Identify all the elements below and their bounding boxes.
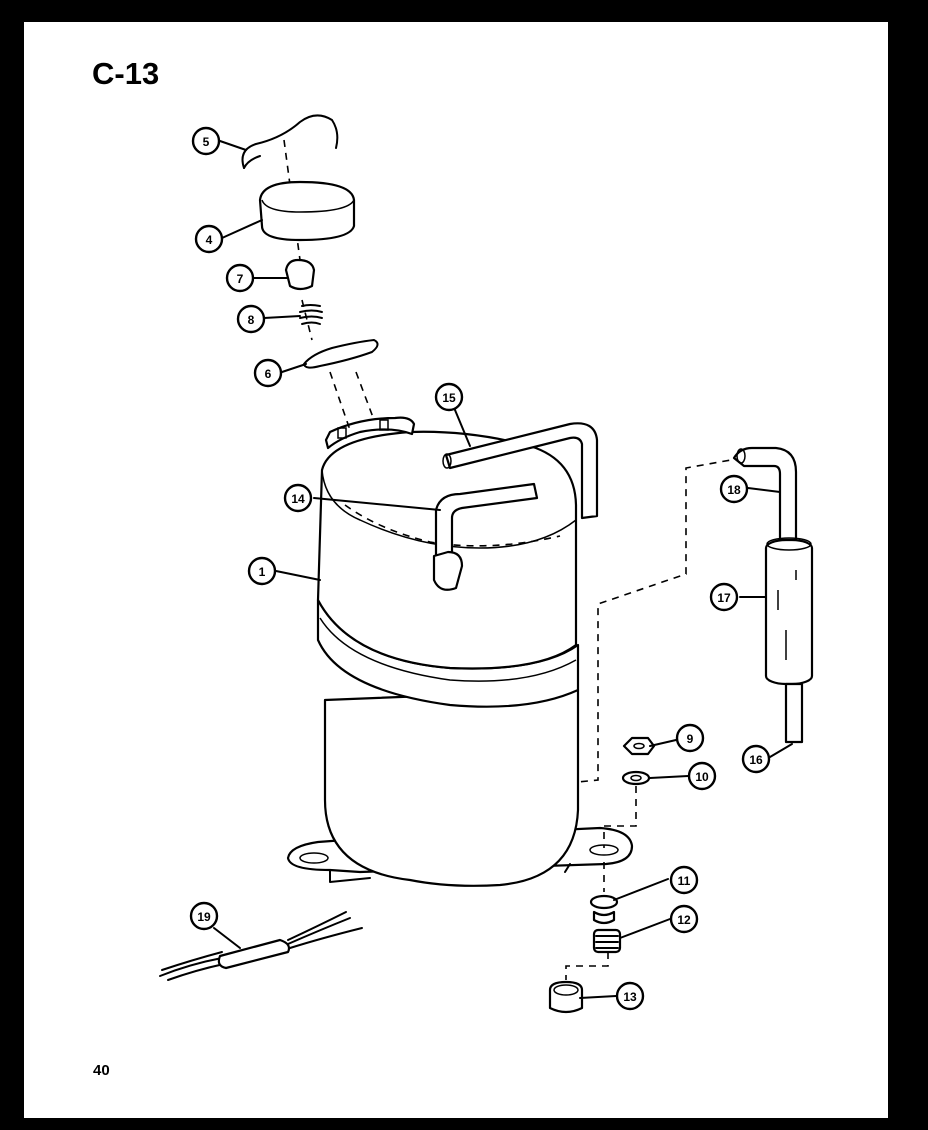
- callout-9: 9: [675, 723, 705, 753]
- callout-circle: [719, 474, 749, 504]
- callout-circle: [225, 263, 255, 293]
- callout-16: 16: [741, 744, 771, 774]
- callout-7: 7: [225, 263, 255, 293]
- callout-number: 6: [265, 367, 272, 381]
- callout-number: 8: [248, 313, 255, 327]
- callout-11: 11: [669, 865, 699, 895]
- callout-circle: [434, 382, 464, 412]
- callout-circle: [669, 865, 699, 895]
- discharge-tube: [442, 422, 599, 520]
- callout-number: 4: [206, 233, 213, 247]
- callout-number: 9: [687, 732, 694, 746]
- callout-circle: [236, 304, 266, 334]
- page-number: 40: [93, 1062, 110, 1079]
- callout-circle: [709, 582, 739, 612]
- callout-number: 5: [203, 135, 210, 149]
- callout-15: 15: [434, 382, 464, 412]
- callout-18: 18: [719, 474, 749, 504]
- callout-number: 18: [727, 483, 741, 497]
- callout-circle: [669, 904, 699, 934]
- compressor-shell: [286, 416, 634, 887]
- callout-number: 10: [695, 770, 709, 784]
- callout-circle: [741, 744, 771, 774]
- callout-circle: [253, 358, 283, 388]
- diagram-id: C-13: [92, 56, 160, 91]
- callout-circle: [615, 981, 645, 1011]
- callout-circle: [687, 761, 717, 791]
- callout-circle: [283, 483, 313, 513]
- callout-circle: [247, 556, 277, 586]
- callout-12: 12: [669, 904, 699, 934]
- callout-number: 17: [717, 591, 731, 605]
- accumulator-assembly: [577, 446, 814, 783]
- callout-number: 19: [197, 910, 211, 924]
- callout-5: 5: [191, 126, 221, 156]
- callout-6: 6: [253, 358, 283, 388]
- callout-14: 14: [283, 483, 313, 513]
- callout-labels: 5 4 7 8 6 15 14 1 18 17 9 10 16 11 12 19 13: [189, 126, 771, 1011]
- callout-number: 14: [291, 492, 305, 506]
- mounting-hardware: [548, 736, 656, 1014]
- terminal-cover-assembly: [241, 114, 379, 431]
- callout-number: 7: [237, 272, 244, 286]
- suction-tube: [432, 482, 539, 591]
- callout-number: 1: [259, 565, 266, 579]
- callout-circle: [675, 723, 705, 753]
- callout-1: 1: [247, 556, 277, 586]
- callout-number: 15: [442, 391, 456, 405]
- callout-4: 4: [194, 224, 224, 254]
- callout-circle: [189, 901, 219, 931]
- callout-17: 17: [709, 582, 739, 612]
- wire-harness: [159, 911, 363, 981]
- callout-number: 12: [677, 913, 691, 927]
- callout-number: 11: [678, 874, 691, 888]
- callout-circle: [191, 126, 221, 156]
- callout-number: 13: [623, 990, 637, 1004]
- callout-13: 13: [615, 981, 645, 1011]
- callout-circle: [194, 224, 224, 254]
- callout-19: 19: [189, 901, 219, 931]
- callout-8: 8: [236, 304, 266, 334]
- callout-number: 16: [749, 753, 763, 767]
- callout-10: 10: [687, 761, 717, 791]
- leader-lines: [213, 140, 793, 999]
